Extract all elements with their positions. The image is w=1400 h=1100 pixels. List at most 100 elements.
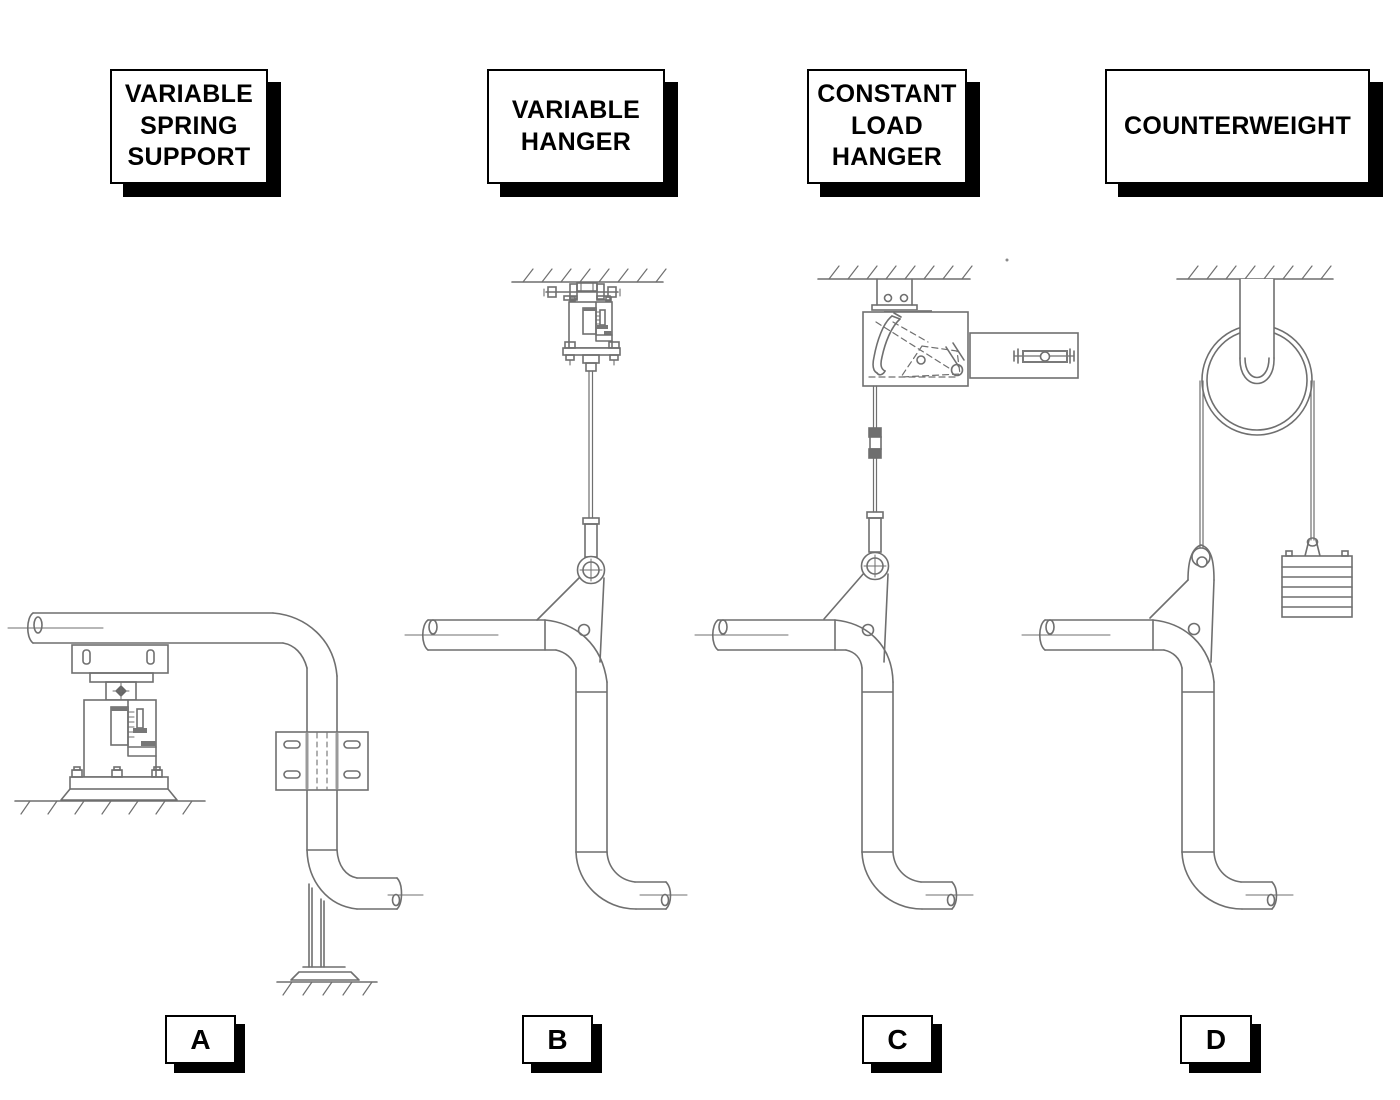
pivot-pin <box>916 355 926 365</box>
saddle-slot <box>146 649 155 665</box>
rod-nut <box>547 286 557 298</box>
can-corner-bolt <box>569 296 576 302</box>
base-plate <box>69 776 169 790</box>
clamp-bolt <box>861 623 875 637</box>
bottom-elbow-outer <box>306 849 358 910</box>
stub <box>920 881 953 910</box>
pipe-run-d <box>1021 619 1294 910</box>
stub-opening <box>1266 893 1276 907</box>
cable-left <box>1199 380 1204 549</box>
rod-flange <box>582 517 600 525</box>
shackle-loop <box>1306 537 1319 547</box>
pin-crosshair <box>579 558 603 582</box>
vertical-pipe <box>861 667 894 853</box>
indicator-base <box>597 325 608 329</box>
ceiling-hatching <box>828 265 973 280</box>
turnbuckle-body <box>869 436 882 450</box>
counterweight-stack <box>1281 537 1353 618</box>
figure-c-tag-box: C <box>862 1015 933 1064</box>
vertical-pipe <box>575 667 608 853</box>
link-pin <box>950 363 964 377</box>
indicator-base <box>133 728 147 733</box>
spring-tube-assembly <box>969 332 1079 379</box>
stub <box>1240 881 1273 910</box>
adjuster-body <box>1022 350 1068 363</box>
ground-hatching <box>20 800 193 815</box>
pipe-opening <box>428 619 438 635</box>
clamp-d <box>1149 544 1215 663</box>
plate-slot <box>343 740 361 749</box>
elbow-outer <box>544 619 608 683</box>
spring-can <box>83 699 157 778</box>
pin-crosshair <box>863 554 887 578</box>
bracket-hole <box>883 293 893 303</box>
saddle-step-plate <box>89 672 154 683</box>
clamp-plate-top <box>1187 544 1215 581</box>
plate-slot <box>283 770 301 779</box>
figure-d <box>1021 265 1353 910</box>
pipe-opening <box>33 616 43 634</box>
plate-nut <box>609 354 619 361</box>
column-clevis-outer <box>1239 357 1275 385</box>
plate-bolt <box>608 341 620 349</box>
scale-ticks <box>595 311 601 329</box>
clamp-right-edge <box>883 573 889 663</box>
figure-a-tag: A <box>190 1023 211 1055</box>
spring-hanger-unit-b <box>543 282 621 372</box>
spring-support-unit-a <box>60 644 178 801</box>
bottom-elbow-outer <box>575 851 637 910</box>
bottom-elbow-inner <box>892 851 922 883</box>
clevis-and-clamp-c <box>823 551 890 663</box>
figure-d-tag: D <box>1205 1023 1227 1055</box>
hanger-rod-c <box>866 385 884 553</box>
stub-opening <box>660 893 670 907</box>
figure-a <box>7 612 424 996</box>
rod-flange <box>866 511 884 519</box>
attachment-yoke <box>576 282 598 292</box>
clamp-right-edge <box>1210 579 1215 663</box>
pulley-assembly <box>1199 278 1315 549</box>
clamp-left-edge <box>1149 579 1189 619</box>
vertical-pipe <box>1181 667 1215 853</box>
figure-a-title: VARIABLE SPRING SUPPORT <box>124 80 254 172</box>
column-clevis-inner <box>1244 357 1270 379</box>
pipe-run-b <box>404 619 688 910</box>
pulley-hanger-column <box>1239 279 1275 384</box>
bottom-elbow-inner <box>606 851 636 883</box>
adjuster-nut <box>1039 351 1051 362</box>
cover-label <box>583 308 596 311</box>
figure-b-title: VARIABLE HANGER <box>511 96 641 156</box>
ceiling-d <box>1176 265 1334 280</box>
stanchion-base <box>290 966 360 981</box>
elbow-outer <box>272 612 338 677</box>
bracket-hole <box>899 293 909 303</box>
floor-a <box>14 800 206 815</box>
elbow-outer <box>834 619 894 683</box>
pipe-guide-plate-a <box>275 731 369 791</box>
bottom-elbow-outer <box>1181 851 1243 910</box>
elbow-inner <box>282 642 308 669</box>
cable-right <box>1310 380 1315 541</box>
stub-opening <box>391 893 401 907</box>
plate-bolt <box>564 341 576 349</box>
stub-end-cap <box>396 877 403 910</box>
figure-d-title-box: COUNTERWEIGHT <box>1105 69 1370 184</box>
clamp-hole <box>1196 556 1208 568</box>
clevis-and-clamp-b <box>536 555 606 663</box>
pipe-opening <box>1045 619 1055 635</box>
weight-plate-lines <box>1281 566 1353 608</box>
clevis-tube <box>868 517 882 553</box>
cam-mechanism-hidden-lines <box>868 321 961 378</box>
figure-d-tag-box: D <box>1180 1015 1252 1064</box>
figure-b-tag-box: B <box>522 1015 593 1064</box>
hanger-rod-b <box>582 370 600 558</box>
rod-coupling <box>582 354 600 364</box>
speck-artifact <box>1005 258 1009 262</box>
figure-c-title: CONSTANT LOAD HANGER <box>817 80 957 172</box>
figure-c <box>694 258 1079 910</box>
stub <box>634 881 667 910</box>
plate-slot <box>283 740 301 749</box>
bracket-flange <box>871 304 918 311</box>
ceiling-c <box>817 258 1009 280</box>
